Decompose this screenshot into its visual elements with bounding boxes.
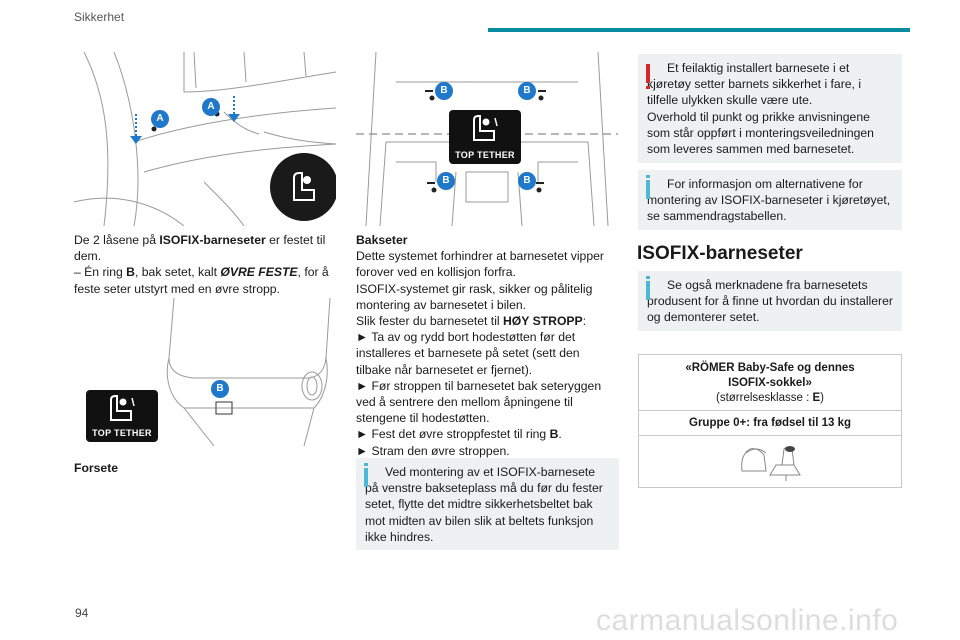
text-run-bold: B bbox=[549, 427, 559, 442]
seat-model-name: «RÖMER Baby-Safe og dennes ISOFIX-sokkel… bbox=[685, 362, 855, 389]
warning-text: Et feilaktig installert barnesete i et k… bbox=[647, 61, 862, 108]
text-run-bold: ISOFIX-barneseter bbox=[159, 233, 266, 247]
warning-note: Et feilaktig installert barnesete i et k… bbox=[638, 54, 902, 163]
text-run: Slik fester du barnesetet til bbox=[356, 314, 503, 329]
text-run-bold: B bbox=[126, 265, 135, 280]
step-item: ► Før stroppen til barnesetet bak setery… bbox=[356, 378, 602, 426]
text-run: ► Fest det øvre stroppfestet til ring bbox=[356, 427, 550, 442]
anchor-badge-b: B bbox=[211, 380, 229, 398]
text-run: – Én ring bbox=[74, 265, 127, 280]
anchor-badge-a: A bbox=[151, 110, 169, 128]
text-run: De 2 låsene på bbox=[74, 233, 160, 247]
top-tether-logo: TOP TETHER bbox=[449, 110, 521, 164]
front-seat-tether-illustration: B TOP TETHER bbox=[74, 298, 336, 448]
text-run-bold: ØVRE FESTE bbox=[220, 265, 298, 280]
subheading: Bakseter bbox=[356, 233, 408, 247]
paragraph: ISOFIX-systemet gir rask, sikker og påli… bbox=[356, 281, 593, 312]
seat-image-cell bbox=[639, 435, 901, 489]
section-title: ISOFIX-barneseter bbox=[637, 243, 803, 264]
note-text: For informasjon om alternativene for mon… bbox=[647, 177, 891, 224]
warning-icon bbox=[646, 64, 650, 89]
info-icon bbox=[646, 175, 650, 199]
anchor-badge-b: B bbox=[518, 82, 536, 100]
watermark: carmanualsonline.info bbox=[596, 604, 899, 637]
text-run: (størrelsesklasse : bbox=[715, 392, 813, 404]
step-item: ► Fest det øvre stroppfestet til ring B. bbox=[356, 426, 618, 442]
text-run: , bak setet, kalt bbox=[134, 265, 221, 280]
step-item: ► Ta av og rydd bort hodestøtten før det… bbox=[356, 330, 580, 377]
figure-caption: Forsete bbox=[74, 461, 119, 475]
note-text: Ved montering av et ISOFIX-barnesete på … bbox=[365, 465, 603, 544]
text-run: : bbox=[582, 314, 587, 329]
text-run: er festet til dem. bbox=[74, 233, 326, 264]
top-tether-label: TOP TETHER bbox=[92, 428, 152, 438]
child-seat-table: «RÖMER Baby-Safe og dennes ISOFIX-sokkel… bbox=[638, 354, 902, 488]
rear-seat-instructions: Bakseter Dette systemet forhindrer at ba… bbox=[356, 232, 618, 459]
anchor-badge-b: B bbox=[437, 172, 455, 190]
size-class: (størrelsesklasse : E) bbox=[639, 391, 901, 406]
section-header: Sikkerhet bbox=[74, 10, 125, 24]
info-note-manufacturer: Se også merknadene fra barnesetets produ… bbox=[638, 271, 902, 331]
info-icon bbox=[364, 463, 368, 487]
top-tether-logo: TOP TETHER bbox=[86, 390, 158, 442]
table-header-cell: «RÖMER Baby-Safe og dennes ISOFIX-sokkel… bbox=[639, 355, 901, 411]
paragraph: Slik fester du barnesetet til HØY STROPP… bbox=[356, 313, 618, 329]
text-run-bold: HØY STROPP bbox=[503, 314, 583, 329]
weight-group-cell: Gruppe 0+: fra fødsel til 13 kg bbox=[639, 411, 901, 436]
child-seat-icon bbox=[110, 395, 135, 421]
step-item: ► Stram den øvre stroppen. bbox=[356, 443, 510, 458]
child-seat-icon bbox=[473, 115, 498, 141]
text-run: , for å feste seter utstyrt med en øvre … bbox=[74, 265, 329, 296]
seat-line-drawing bbox=[74, 52, 336, 226]
text-run: . bbox=[558, 427, 562, 442]
anchor-badge-a: A bbox=[202, 98, 220, 116]
top-tether-label: TOP TETHER bbox=[455, 150, 515, 160]
info-note-summary-table: For informasjon om alternativene for mon… bbox=[638, 170, 902, 230]
paragraph: Dette systemet forhindrer at barnesetet … bbox=[356, 249, 604, 280]
page-number: 94 bbox=[75, 606, 89, 620]
note-text: Se også merknadene fra barnesetets produ… bbox=[647, 278, 893, 325]
anchor-badge-b: B bbox=[518, 172, 536, 190]
header-accent-bar bbox=[488, 28, 910, 32]
info-icon bbox=[646, 276, 650, 300]
text-run-bold: E bbox=[812, 392, 821, 404]
warning-text: Overhold til punkt og prikke anvisningen… bbox=[647, 109, 874, 157]
rear-seat-illustration: B B B B TOP TETHER bbox=[356, 52, 618, 226]
anchor-badge-b: B bbox=[435, 82, 453, 100]
baby-seat-image bbox=[741, 446, 801, 481]
isofix-rings-description: De 2 låsene på ISOFIX-barneseter er fest… bbox=[74, 232, 336, 297]
text-run: ) bbox=[820, 392, 824, 404]
info-note-center-belt: Ved montering av et ISOFIX-barnesete på … bbox=[356, 458, 619, 550]
child-seat-icon bbox=[293, 172, 315, 201]
seat-back-drawing bbox=[166, 298, 331, 447]
front-seat-isofix-illustration: A A bbox=[74, 52, 336, 226]
